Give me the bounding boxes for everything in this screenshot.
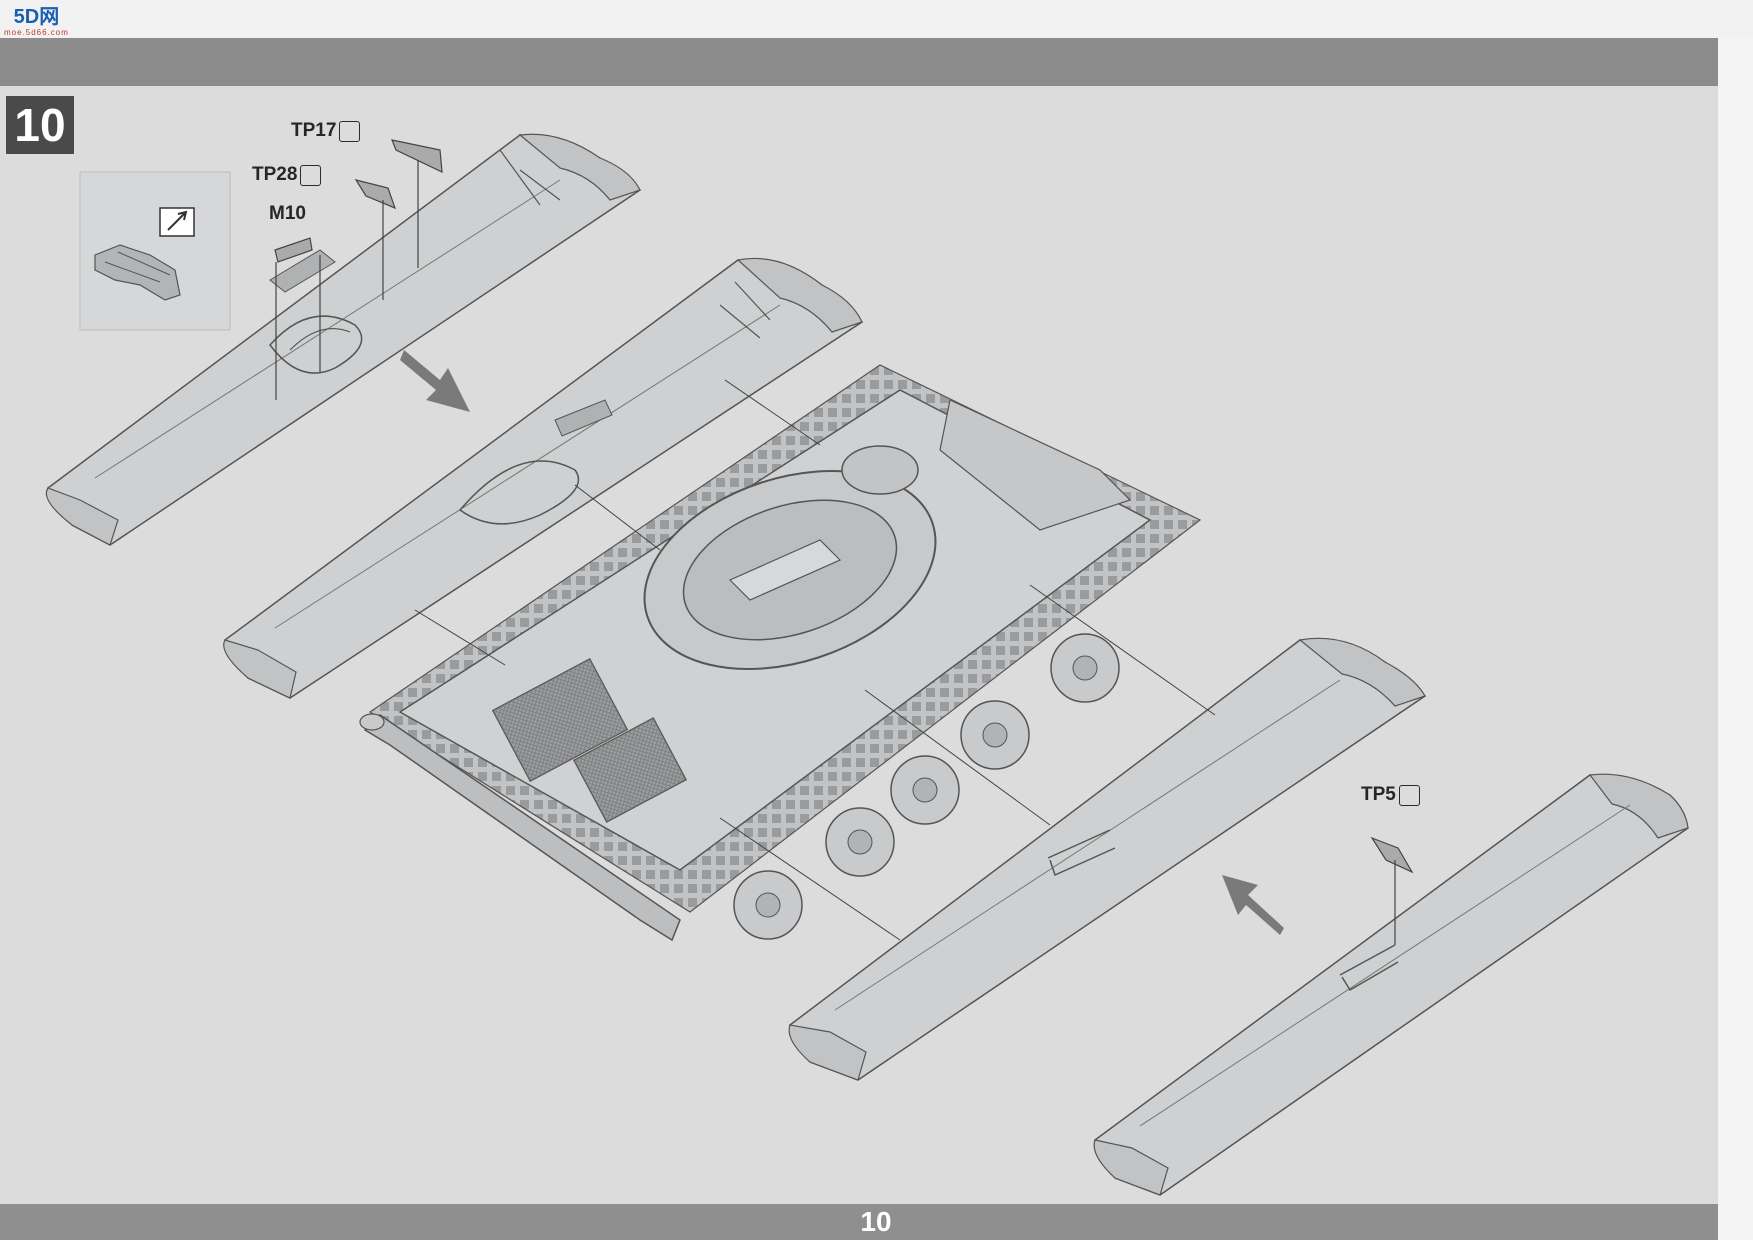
watermark-logo: 5D网 moe.5d66.com xyxy=(4,6,69,37)
part-label-m10: M10 xyxy=(269,203,306,225)
photo-etch-icon xyxy=(1398,784,1420,806)
left-fender-inner xyxy=(223,257,864,699)
watermark-url: moe.5d66.com xyxy=(4,28,69,37)
part-label-tp17: TP17 xyxy=(291,120,361,142)
tank-hull xyxy=(359,364,1202,942)
scan-edge-top xyxy=(0,0,1753,38)
photo-etch-parts xyxy=(274,139,443,400)
top-band xyxy=(0,38,1718,86)
page-number: 10 xyxy=(860,1206,892,1237)
scan-edge-right xyxy=(1718,38,1753,1240)
photo-etch-icon xyxy=(300,164,322,186)
left-fender-outer xyxy=(45,133,642,546)
photo-etch-icon xyxy=(339,120,361,142)
cutting-tool-icon xyxy=(159,207,195,237)
watermark-text: 5D网 xyxy=(13,6,60,28)
part-code: TP28 xyxy=(252,164,298,185)
subassembly-inset xyxy=(79,171,231,331)
assembly-direction-arrow-icon xyxy=(400,350,1284,935)
right-fender-outer xyxy=(1093,773,1689,1196)
part-code: TP5 xyxy=(1361,784,1396,805)
right-fender-inner xyxy=(788,637,1427,1081)
step-number-box: 10 xyxy=(6,96,74,154)
road-wheels xyxy=(733,633,1120,940)
part-code: M10 xyxy=(269,203,306,224)
bottom-band xyxy=(0,1204,1718,1240)
part-code: TP17 xyxy=(291,120,337,141)
placement-guide-lines xyxy=(414,379,1216,941)
part-label-tp5: TP5 xyxy=(1361,784,1420,806)
part-label-tp28: TP28 xyxy=(252,164,322,186)
